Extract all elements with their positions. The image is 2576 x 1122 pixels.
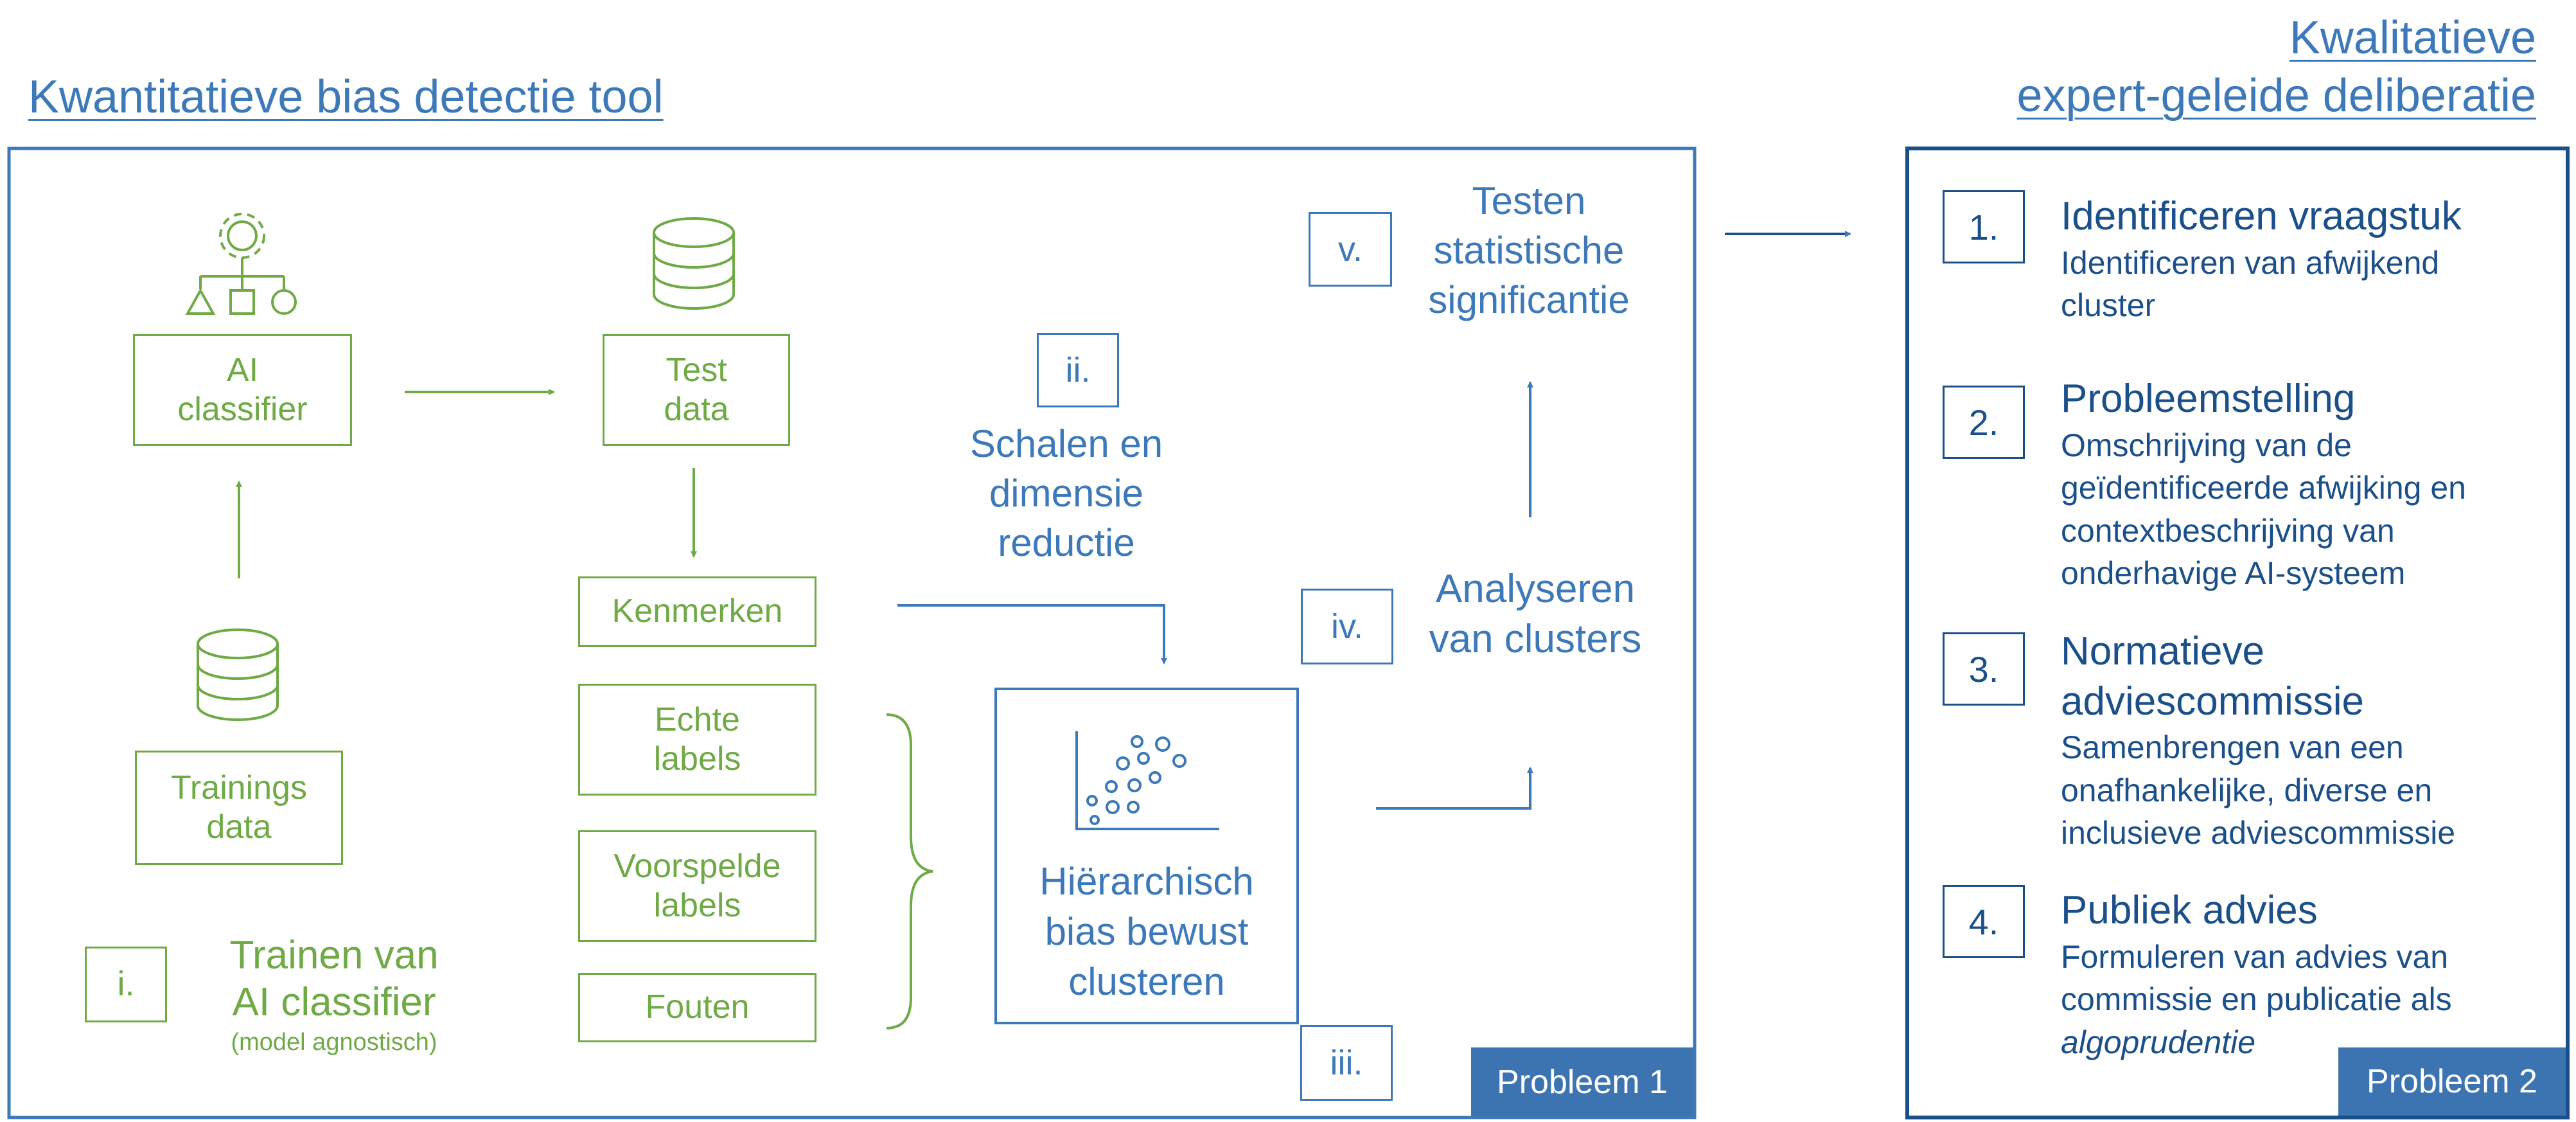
probleem-1-label: Probleem 1 <box>1497 1063 1668 1101</box>
item-3: Normatieve adviescommissie Samenbrengen … <box>2061 627 2555 855</box>
step-v-line: Testen <box>1472 179 1586 222</box>
cluster-box <box>994 688 1299 1024</box>
item-title: Probleemstelling <box>2061 377 2356 421</box>
step-i-number: i. <box>117 965 135 1004</box>
item-desc: cluster <box>2061 287 2156 323</box>
item-number: 1. <box>1968 206 1999 247</box>
ai-classifier-label: classifier <box>177 391 308 428</box>
item-desc: Samenbrengen van een <box>2061 729 2404 765</box>
item-title: Normatieve <box>2061 629 2264 673</box>
step-v-box: v. <box>1309 212 1392 287</box>
item-desc: commissie en publicatie als <box>2061 981 2452 1017</box>
item-2-number-box: 2. <box>1943 386 2025 459</box>
item-title: Identificeren vraagstuk <box>2061 194 2462 238</box>
fouten-label: Fouten <box>645 988 750 1026</box>
step-iv-number: iv. <box>1331 607 1363 646</box>
probleem-1-tag: Probleem 1 <box>1471 1047 1693 1116</box>
item-number: 3. <box>1968 648 1999 690</box>
deliberation-frame <box>1905 147 2570 1119</box>
item-4-number-box: 4. <box>1943 885 2025 958</box>
brace <box>886 713 933 1029</box>
item-desc: inclusieve adviescommissie <box>2061 815 2456 851</box>
step-i-title: AI classifier <box>232 980 436 1025</box>
step-v-line: significantie <box>1428 278 1630 321</box>
step-ii-line: reductie <box>998 521 1135 564</box>
step-iv-line: van clusters <box>1429 616 1642 661</box>
database-icon <box>197 628 279 721</box>
item-desc: Omschrijving van de <box>2061 427 2352 463</box>
item-desc: contextbeschrijving van <box>2061 512 2395 549</box>
step-ii-line: Schalen en <box>969 422 1163 465</box>
echte-labels-label: labels <box>653 740 741 778</box>
echte-labels-label: Echte <box>655 700 740 738</box>
voorspelde-labels-label: Voorspelde <box>613 847 781 885</box>
trainings-data-label: data <box>206 808 272 846</box>
step-iii-number: iii. <box>1330 1044 1363 1082</box>
step-i-subtitle: (model agnostisch) <box>231 1029 437 1056</box>
step-i-caption: Trainen van AI classifier (model agnosti… <box>180 932 488 1057</box>
test-data-label: data <box>664 391 729 428</box>
step-ii-line: dimensie <box>989 471 1144 515</box>
step-iv-caption: Analyseren van clusters <box>1400 564 1670 664</box>
voorspelde-labels-label: labels <box>653 887 741 924</box>
step-i-box: i. <box>85 947 167 1022</box>
fouten-box: Fouten <box>578 973 816 1042</box>
step-ii-box: ii. <box>1037 333 1119 407</box>
gear-icon <box>185 213 297 315</box>
cluster-line: bias bewust <box>1045 910 1249 953</box>
cluster-line: clusteren <box>1068 960 1225 1003</box>
step-ii-number: ii. <box>1065 351 1091 389</box>
cluster-caption: Hiërarchisch bias bewust clusteren <box>997 857 1296 1007</box>
step-iv-box: iv. <box>1301 589 1393 664</box>
step-i-title: Trainen van <box>229 933 439 977</box>
kenmerken-label: Kenmerken <box>612 592 783 630</box>
tool-frame <box>7 147 1697 1119</box>
item-1-number-box: 1. <box>1943 190 2025 263</box>
right-title-line2: expert-geleide deliberatie <box>2016 70 2536 121</box>
item-desc: onderhavige AI-systeem <box>2061 555 2406 591</box>
step-v-line: statistische <box>1433 228 1625 272</box>
item-desc: Identificeren van afwijkend <box>2061 244 2440 281</box>
database-icon <box>653 217 735 310</box>
step-iv-line: Analyseren <box>1435 567 1636 611</box>
item-desc-italic: algoprudentie <box>2061 1024 2256 1060</box>
step-ii-caption: Schalen en dimensie reductie <box>925 420 1208 567</box>
item-desc: onafhankelijke, diverse en <box>2061 772 2433 808</box>
item-number: 2. <box>1968 402 1999 443</box>
cluster-line: Hiërarchisch <box>1039 860 1254 903</box>
right-title-line1: Kwalitatieve <box>2289 12 2536 64</box>
left-title: Kwantitatieve bias detectie tool <box>28 71 664 123</box>
probleem-2-label: Probleem 2 <box>2367 1063 2537 1100</box>
item-1: Identificeren vraagstuk Identificeren va… <box>2061 191 2555 327</box>
ai-classifier-label: AI <box>226 351 259 389</box>
step-iii-box: iii. <box>1300 1025 1393 1101</box>
test-data-label: Test <box>666 351 727 389</box>
trainings-data-label: Trainings <box>171 769 307 806</box>
scatter-plot-icon <box>1075 731 1219 830</box>
item-2: Probleemstelling Omschrijving van de geï… <box>2061 374 2555 595</box>
step-v-number: v. <box>1338 230 1363 269</box>
item-desc: Formuleren van advies van <box>2061 938 2449 975</box>
step-v-caption: Testen statistische significantie <box>1388 177 1670 325</box>
probleem-2-tag: Probleem 2 <box>2338 1047 2566 1116</box>
item-number: 4. <box>1968 901 1999 942</box>
item-title: Publiek advies <box>2061 888 2318 932</box>
item-desc: geïdentificeerde afwijking en <box>2061 470 2466 506</box>
kenmerken-box: Kenmerken <box>578 576 816 647</box>
item-3-number-box: 3. <box>1943 632 2025 706</box>
item-title: adviescommissie <box>2061 679 2365 724</box>
item-4: Publiek advies Formuleren van advies van… <box>2061 886 2555 1064</box>
